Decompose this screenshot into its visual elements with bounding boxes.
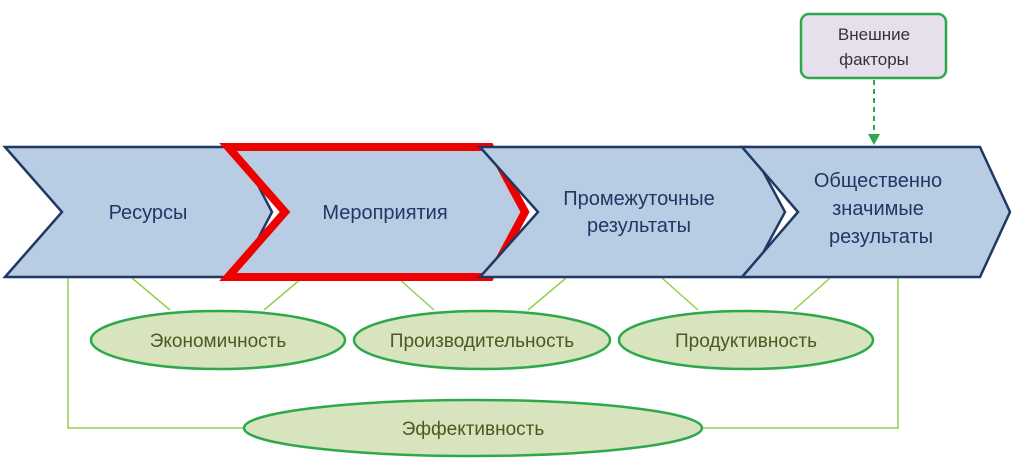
chevron-social-outcomes-line-2: значимые xyxy=(832,198,924,220)
chevron-social-outcomes: Общественно значимые результаты xyxy=(739,145,1012,279)
chevron-social-outcomes-line-1: Общественно xyxy=(814,170,942,192)
oval-productivity: Производительность xyxy=(352,309,612,371)
connector-efficiency-left xyxy=(67,278,244,429)
chevron-intermediate-results-line-1: Промежуточные xyxy=(563,188,714,210)
connector-activities-productivity xyxy=(397,277,435,311)
chevron-intermediate-results: Промежуточные результаты xyxy=(477,145,787,279)
connector-resources-economy xyxy=(131,277,171,311)
connector-intermediate-productivity xyxy=(527,277,567,311)
oval-economy-label: Экономичность xyxy=(150,331,287,352)
external-factors-line-1: Внешние xyxy=(838,25,910,44)
connector-efficiency-right xyxy=(702,278,899,429)
external-arrow xyxy=(868,80,880,145)
chevron-resources: Ресурсы xyxy=(2,145,274,279)
chevron-resources-label: Ресурсы xyxy=(109,202,188,224)
oval-output: Продуктивность xyxy=(617,309,875,371)
chevron-social-outcomes-line-3: результаты xyxy=(829,226,933,248)
connectors xyxy=(67,277,899,429)
connector-outcomes-output xyxy=(793,277,831,311)
external-factors-line-2: факторы xyxy=(839,50,909,69)
oval-productivity-label: Производительность xyxy=(390,331,575,352)
oval-efficiency: Эффективность xyxy=(242,398,704,458)
connector-intermediate-output xyxy=(661,277,699,311)
oval-efficiency-label: Эффективность xyxy=(402,419,545,440)
external-factors-box: Внешние факторы xyxy=(799,12,948,80)
chevron-intermediate-results-line-2: результаты xyxy=(587,215,691,237)
connector-activities-economy xyxy=(263,277,303,311)
chevron-activities-label: Мероприятия xyxy=(322,202,447,224)
oval-economy: Экономичность xyxy=(89,309,347,371)
oval-output-label: Продуктивность xyxy=(675,331,817,352)
